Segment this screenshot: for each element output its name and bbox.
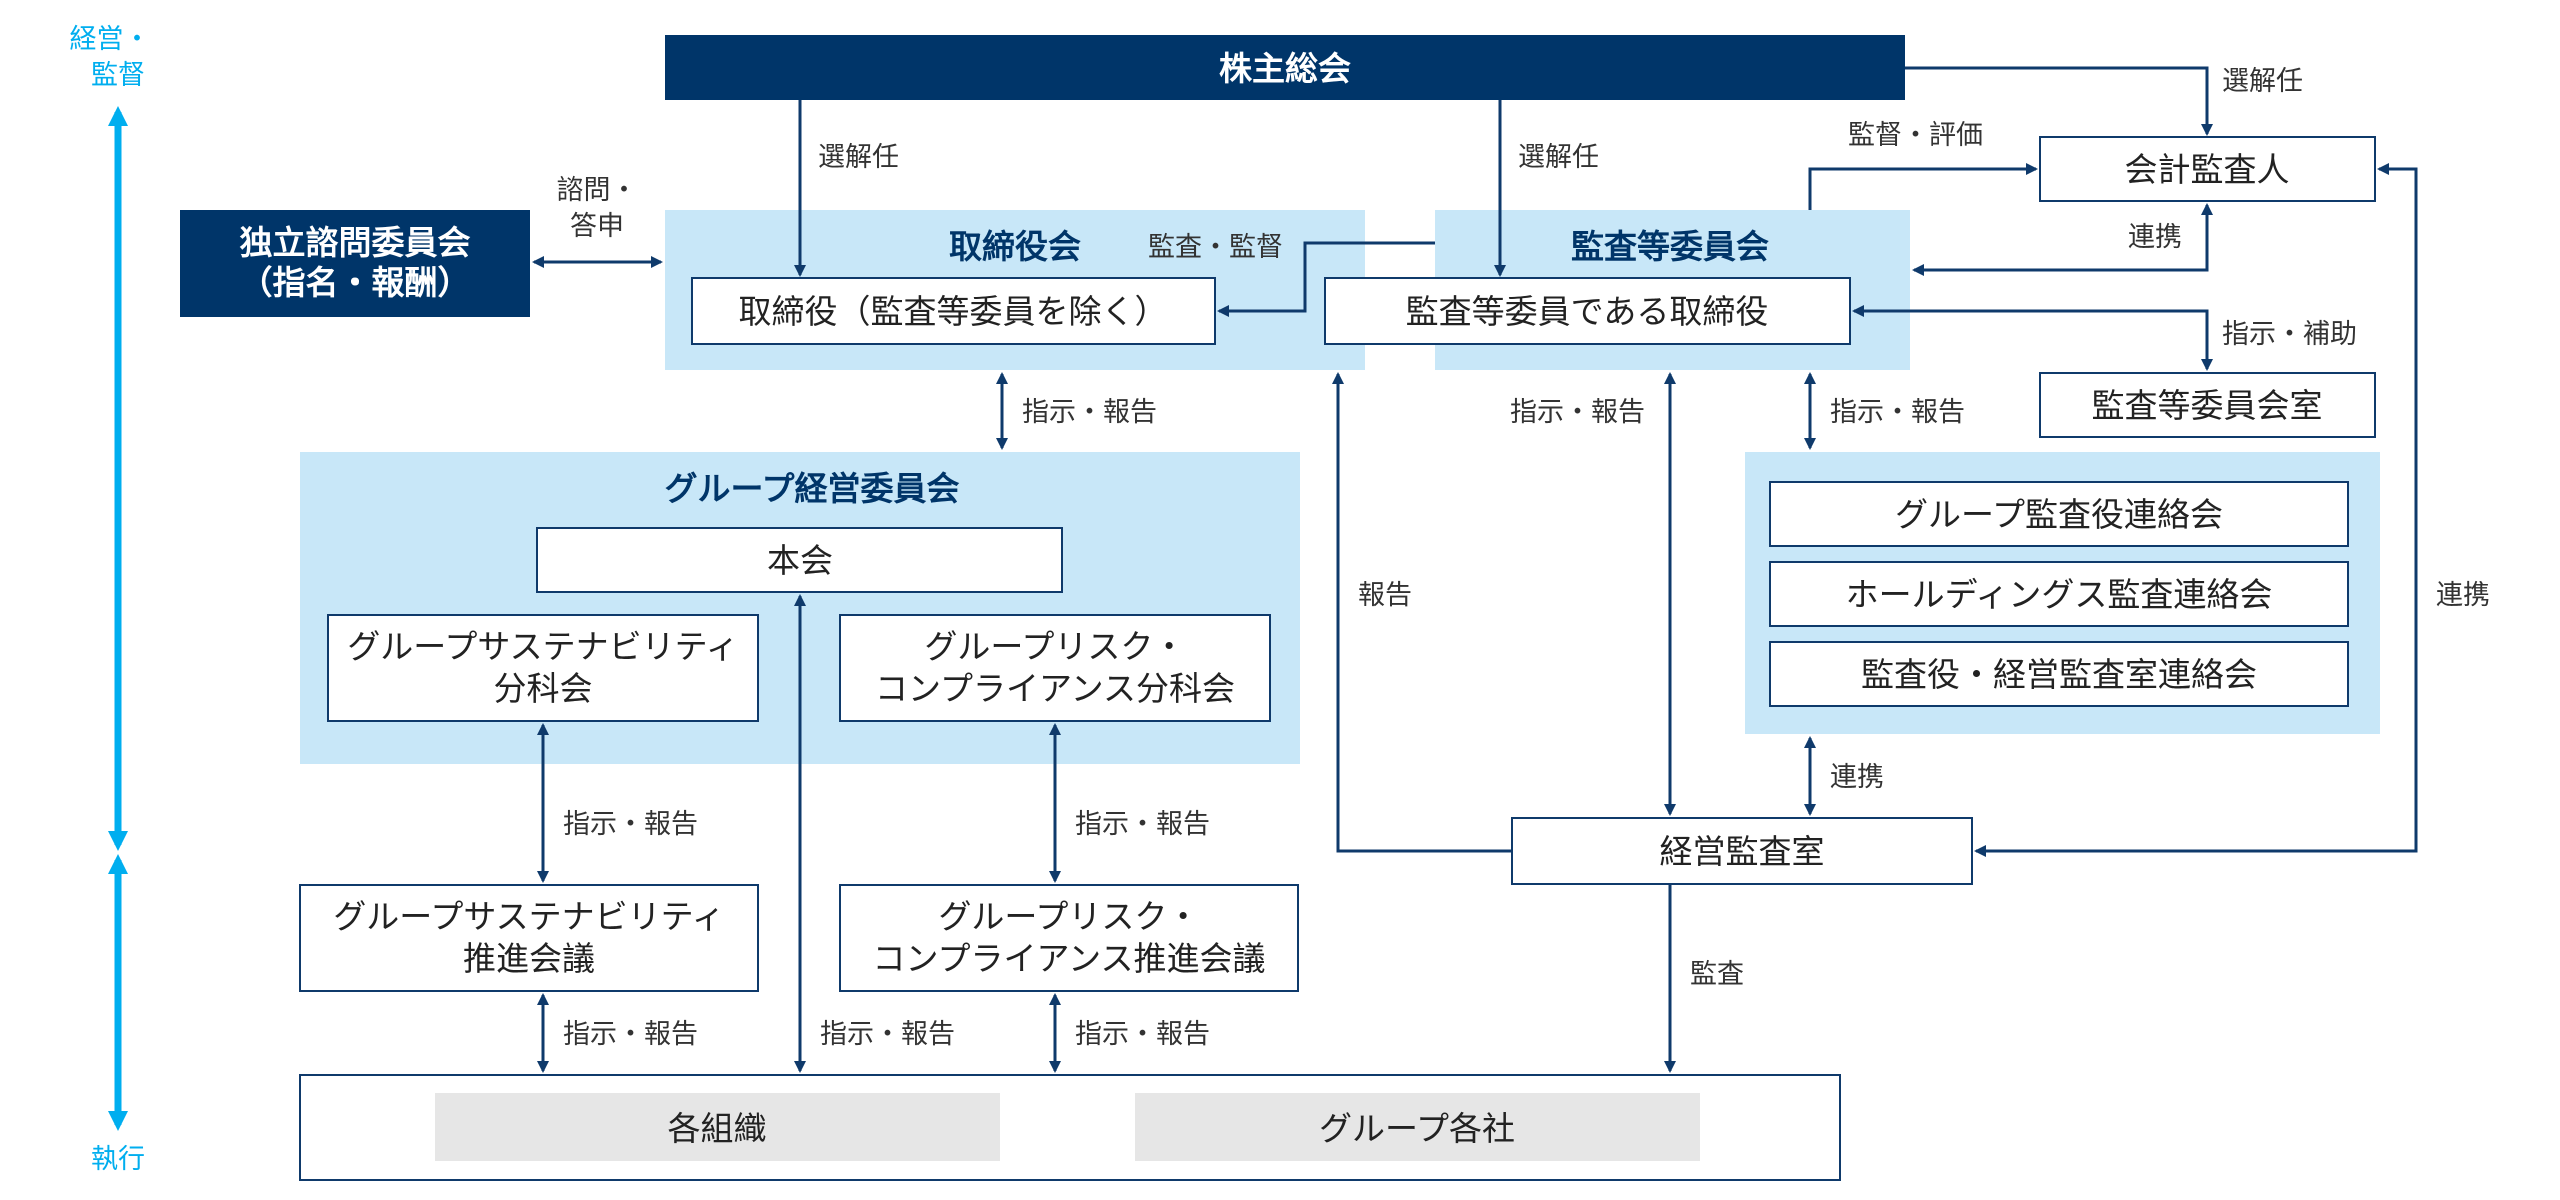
arrow-supervise-eval	[1808, 163, 2038, 210]
side-label-bottom: 執行	[91, 1144, 145, 1175]
side-label-top-1: 経営・	[70, 24, 151, 55]
audit-directors-box	[1324, 277, 1851, 345]
audit-directors-label: 監査等委員である取締役	[1406, 292, 1769, 331]
honkai-label: 本会	[767, 541, 833, 580]
group-cos-label: グループ各社	[1319, 1109, 1515, 1148]
board-directors-label: 取締役（監査等委員を除く）	[739, 292, 1168, 331]
audit-office-label: 監査等委員会室	[2092, 386, 2323, 425]
risk-promo-label-1: グループリスク・	[938, 897, 1199, 936]
label-audit-liaison: 指示・報告	[1830, 397, 1965, 428]
orgs-box	[435, 1093, 1000, 1161]
advisory-committee-box	[180, 210, 530, 317]
sustain-promo-label-2: 推進会議	[463, 939, 595, 978]
label-audit-internal: 指示・報告	[1510, 397, 1645, 428]
label-honkai-ops: 指示・報告	[820, 1019, 955, 1050]
label-board-groupmgmt: 指示・報告	[1022, 397, 1157, 428]
orgs-label: 各組織	[668, 1109, 767, 1148]
advisory-committee-label-1: 独立諮問委員会	[240, 223, 471, 262]
side-label-top-2: 監督	[91, 60, 145, 91]
auditor-liaison-2-label: ホールディングス監査連絡会	[1846, 575, 2273, 614]
arrow-report-board	[1332, 372, 1512, 853]
auditor-liaison-1-label: グループ監査役連絡会	[1895, 495, 2223, 534]
auditor-liaison-3-label: 監査役・経営監査室連絡会	[1861, 655, 2257, 694]
label-audit-ops: 監査	[1690, 959, 1744, 990]
label-cooperate-right: 連携	[2436, 580, 2490, 611]
label-sustain-sub-promo: 指示・報告	[563, 809, 698, 840]
label-appoint-audit: 選解任	[1518, 142, 1599, 173]
label-appoint-accounting: 選解任	[2222, 66, 2303, 97]
risk-promo-box	[839, 884, 1299, 992]
label-report-board: 報告	[1358, 580, 1412, 611]
label-appoint-board: 選解任	[818, 142, 899, 173]
group-mgmt-heading: グループ経営委員会	[664, 469, 959, 508]
side-axis: 経営・ 監督 執行	[70, 24, 151, 1175]
accounting-auditor-label: 会計監査人	[2125, 150, 2290, 189]
label-supervise-eval: 監督・評価	[1848, 120, 1983, 151]
label-consult-1: 諮問・	[557, 175, 638, 206]
sustain-promo-label-1: グループサステナビリティ	[333, 897, 724, 936]
label-sustain-promo-ops: 指示・報告	[563, 1019, 698, 1050]
arrow-audit-supervise	[1217, 241, 1435, 317]
shareholders-label: 株主総会	[1219, 49, 1351, 88]
board-directors-box	[691, 277, 1216, 345]
arrow-cooperate-right	[1974, 163, 2418, 857]
label-audit-supervise: 監査・監督	[1148, 232, 1283, 263]
risk-sub-label-2: コンプライアンス分科会	[875, 669, 1235, 708]
label-consult-2: 答申	[570, 211, 624, 242]
audit-committee-heading: 監査等委員会	[1571, 227, 1769, 266]
risk-sub-label-1: グループリスク・	[924, 627, 1185, 666]
arrow-appoint-accounting-auditor	[1905, 66, 2213, 136]
risk-sub-box	[839, 614, 1271, 722]
group-cos-box	[1135, 1093, 1700, 1161]
label-risk-promo-ops: 指示・報告	[1075, 1019, 1210, 1050]
sustain-sub-label-2: 分科会	[494, 669, 593, 708]
board-heading: 取締役会	[949, 227, 1081, 266]
label-risk-sub-promo: 指示・報告	[1075, 809, 1210, 840]
honkai-box	[536, 527, 1063, 593]
sustain-sub-box	[327, 614, 759, 722]
label-cooperate-accounting: 連携	[2128, 222, 2182, 253]
risk-promo-label-2: コンプライアンス推進会議	[872, 939, 1265, 978]
shareholders-box	[665, 35, 1905, 100]
label-instruct-assist: 指示・補助	[2222, 319, 2357, 350]
advisory-committee-label-2: （指名・報酬）	[240, 263, 471, 302]
internal-audit-label: 経営監査室	[1660, 832, 1825, 871]
internal-audit-box	[1511, 817, 1973, 885]
label-liaison-internal: 連携	[1830, 762, 1884, 793]
sustain-sub-label-1: グループサステナビリティ	[347, 627, 738, 666]
sustain-promo-box	[299, 884, 759, 992]
